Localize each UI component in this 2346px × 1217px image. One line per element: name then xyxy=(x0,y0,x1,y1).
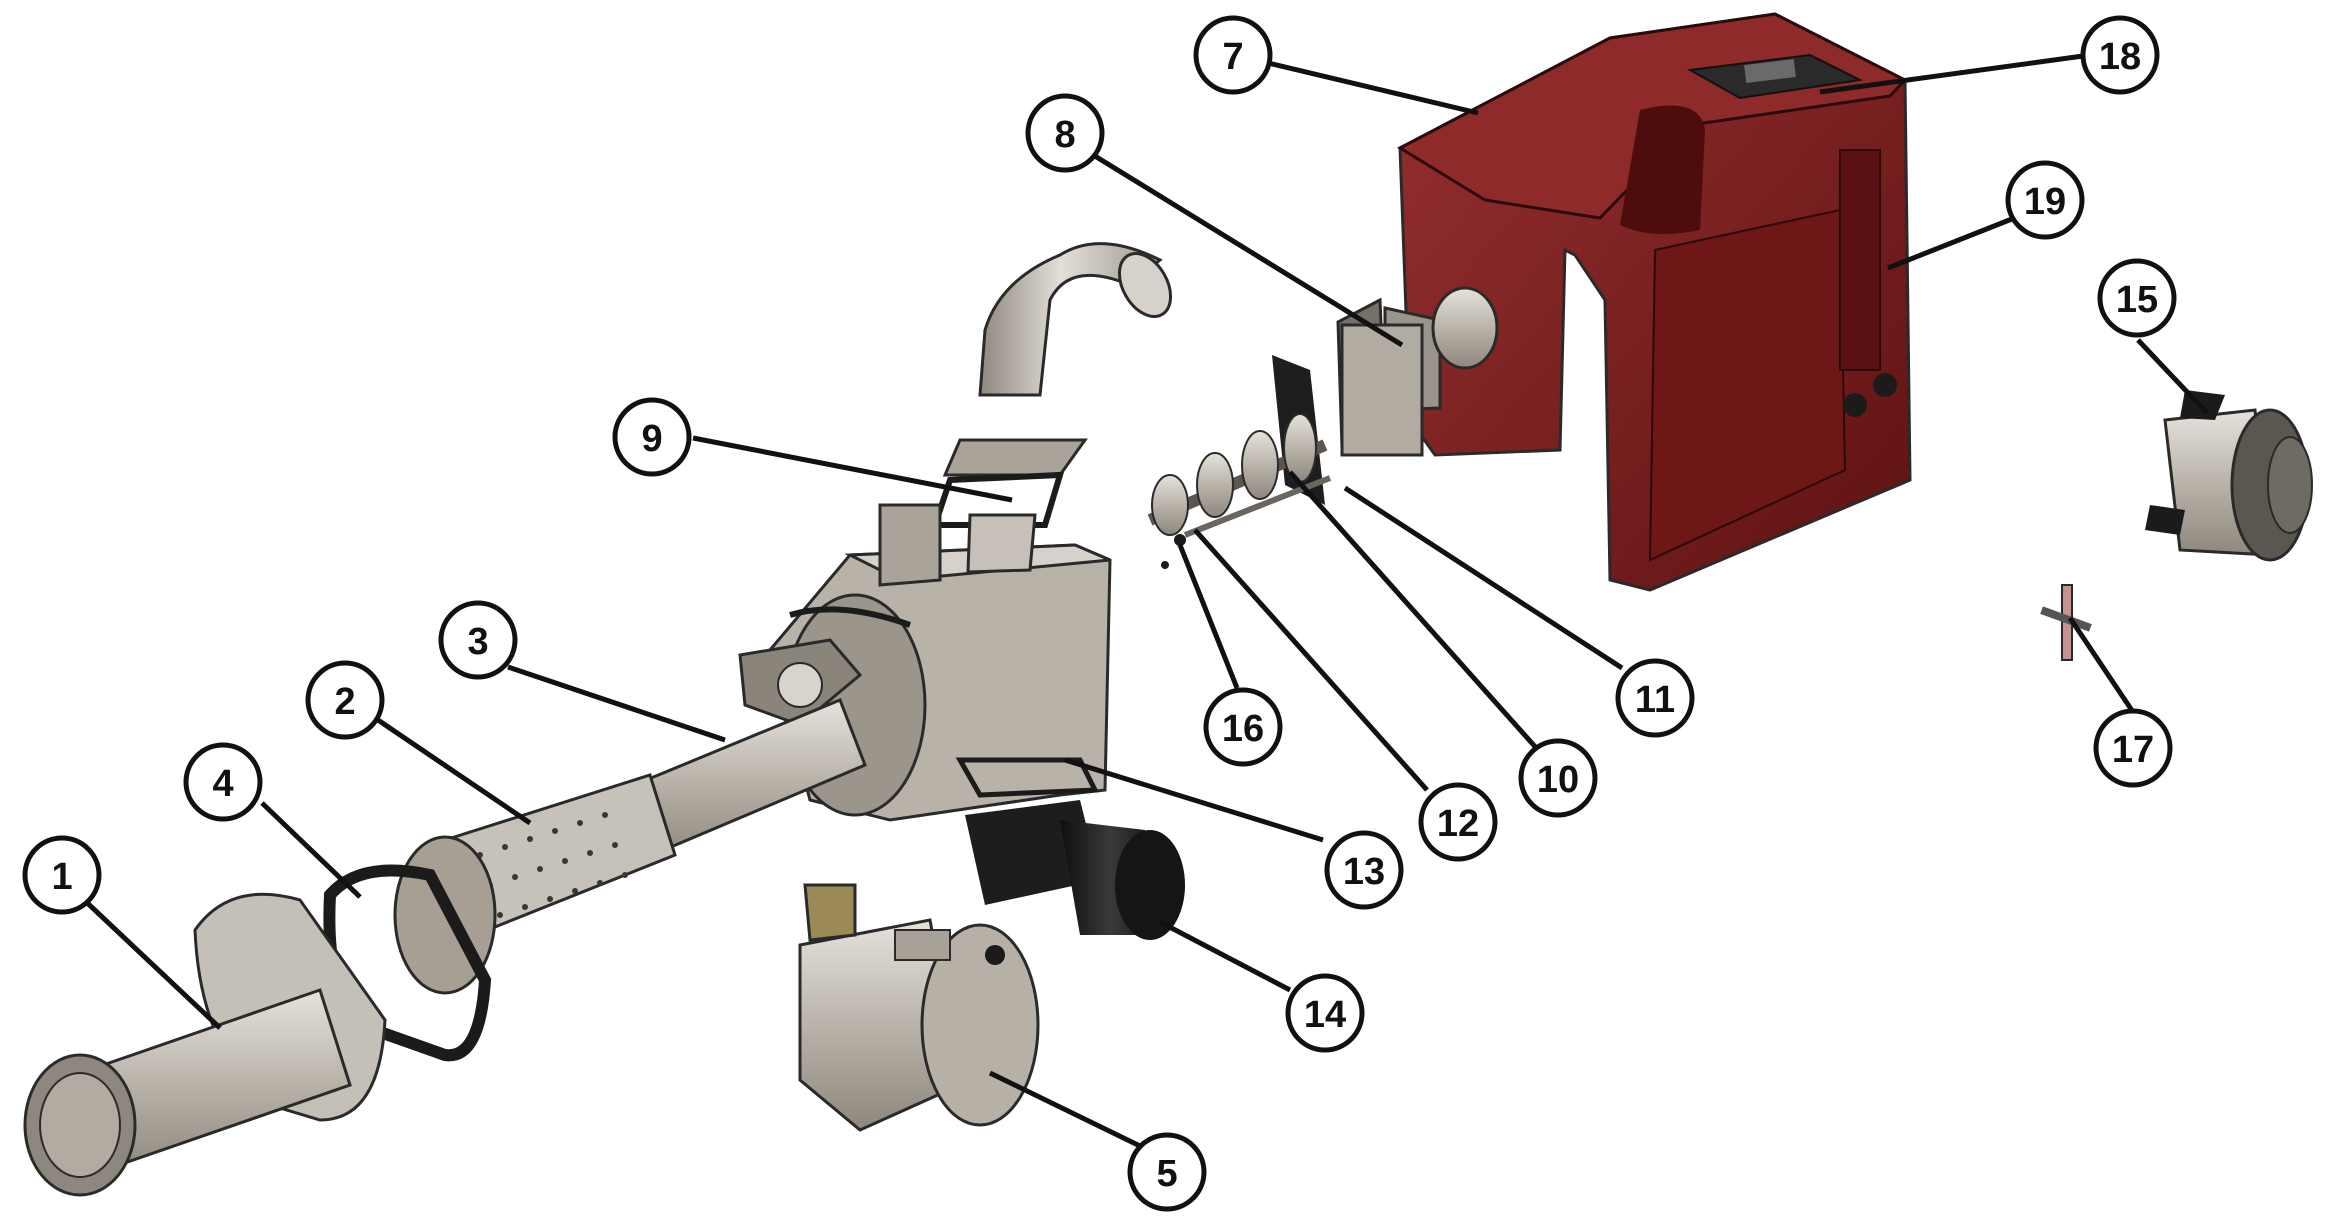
leader-4 xyxy=(260,801,362,899)
leader-19 xyxy=(1887,212,2023,271)
leader-10 xyxy=(1288,470,1540,752)
leader-11 xyxy=(1343,485,1624,671)
blower-fan-part xyxy=(955,757,1185,940)
callout-label: 3 xyxy=(467,621,488,663)
callout-5: 5 xyxy=(1127,1132,1207,1212)
callout-13: 13 xyxy=(1324,830,1404,910)
leader-1 xyxy=(80,896,222,1030)
callout-label: 12 xyxy=(1437,803,1479,845)
callout-label: 2 xyxy=(334,681,355,723)
callout-17: 17 xyxy=(2093,708,2173,788)
leader-12 xyxy=(1193,528,1429,792)
callout-10: 10 xyxy=(1518,738,1598,818)
callout-12: 12 xyxy=(1418,782,1498,862)
callout-label: 4 xyxy=(212,763,233,805)
leader-8 xyxy=(1088,150,1404,348)
leader-15 xyxy=(2136,338,2209,415)
callout-16: 16 xyxy=(1203,687,1283,767)
leader-18 xyxy=(1819,53,2084,95)
leader-3 xyxy=(507,664,726,743)
callout-18: 18 xyxy=(2080,15,2160,95)
callout-1: 1 xyxy=(22,835,102,915)
leader-5 xyxy=(988,1070,1142,1149)
callout-11: 11 xyxy=(1615,658,1695,738)
leader-lines xyxy=(80,53,2209,1149)
sensor-part xyxy=(2040,584,2092,661)
callout-label: 11 xyxy=(1635,679,1675,721)
inlet-elbow-part xyxy=(930,242,1173,528)
callout-label: 16 xyxy=(1222,708,1264,750)
callout-14: 14 xyxy=(1285,973,1365,1053)
callout-19: 19 xyxy=(2005,160,2085,240)
leader-17 xyxy=(2067,616,2138,717)
callout-label: 5 xyxy=(1156,1153,1177,1195)
callout-7: 7 xyxy=(1193,15,1273,95)
control-display-part xyxy=(1686,53,1864,100)
callout-4: 4 xyxy=(183,742,263,822)
fan-assembly-part xyxy=(2145,390,2313,562)
feed-auger-part xyxy=(1147,413,1332,569)
leader-16 xyxy=(1177,544,1240,689)
callout-label: 1 xyxy=(51,856,72,898)
callout-label: 10 xyxy=(1537,759,1579,801)
leader-2 xyxy=(373,715,532,826)
callout-label: 18 xyxy=(2099,36,2141,78)
callout-label: 17 xyxy=(2112,729,2154,771)
callout-label: 14 xyxy=(1304,994,1346,1036)
leader-14 xyxy=(1158,919,1292,993)
callout-label: 13 xyxy=(1343,851,1385,893)
callout-label: 7 xyxy=(1222,36,1243,78)
callout-9: 9 xyxy=(612,397,692,477)
leader-13 xyxy=(1064,757,1324,843)
leader-9 xyxy=(692,435,1013,503)
leader-7 xyxy=(1267,60,1479,116)
callout-2: 2 xyxy=(305,660,385,740)
burner-sleeve-part xyxy=(23,892,387,1197)
callout-3: 3 xyxy=(438,600,518,680)
callout-label: 9 xyxy=(641,418,662,460)
feed-motor-part xyxy=(1336,286,1499,457)
callout-label: 15 xyxy=(2116,279,2158,321)
callout-8: 8 xyxy=(1025,93,1105,173)
callout-label: 19 xyxy=(2024,181,2066,223)
callout-15: 15 xyxy=(2097,258,2177,338)
igniter-unit-part xyxy=(798,883,1040,1132)
callout-label: 8 xyxy=(1054,114,1075,156)
